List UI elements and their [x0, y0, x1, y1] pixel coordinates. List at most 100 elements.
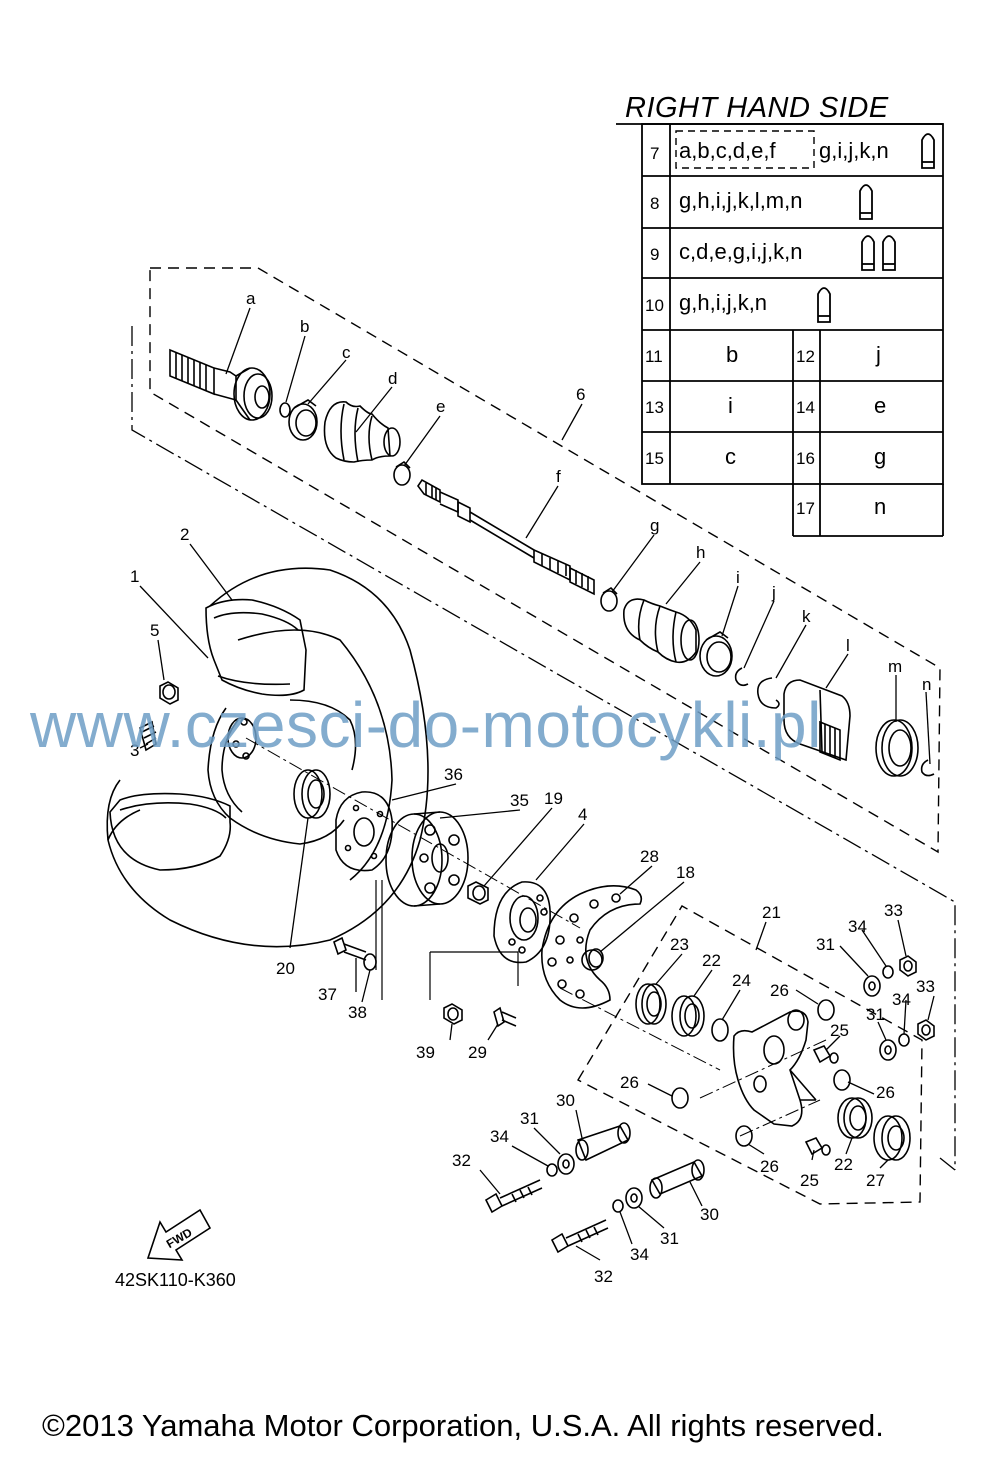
table-row-8-text: g,h,i,j,k,l,m,n: [679, 188, 802, 213]
fwd-arrow-icon: [146, 1208, 212, 1261]
callout-6: 6: [576, 385, 585, 404]
small-band-e: [393, 460, 411, 486]
callout-23: 23: [670, 935, 689, 954]
callout-34a: 34: [490, 1127, 509, 1146]
callout-31c: 31: [816, 935, 835, 954]
grease-tube-icon: [882, 235, 896, 271]
o-ring-18: [588, 948, 604, 968]
callout-m: m: [888, 657, 902, 676]
washer-31b: [625, 1187, 643, 1209]
rim-1: [109, 598, 357, 871]
nut-19: [467, 881, 489, 905]
hub-4: [493, 881, 551, 964]
washer-31d: [879, 1039, 897, 1061]
table-title: RIGHT HAND SIDE: [625, 92, 889, 124]
callout-28: 28: [640, 847, 659, 866]
grease-tube-icon: [817, 287, 831, 323]
grease-tube-icon: [859, 184, 873, 220]
callout-d: d: [388, 369, 397, 388]
washer-34b: [612, 1199, 624, 1213]
callout-26c: 26: [620, 1073, 639, 1092]
collar-30b: [649, 1159, 705, 1199]
table-12-value: j: [875, 342, 881, 367]
hub-35: [385, 811, 469, 907]
diagram-reference-code: 42SK110-K360: [115, 1270, 236, 1290]
wheel-hub: [227, 717, 257, 760]
callout-30b: 30: [700, 1205, 719, 1224]
valve-3: [139, 720, 157, 752]
callout-34d: 34: [892, 990, 911, 1009]
boot-band-i: [699, 631, 733, 677]
callout-27: 27: [866, 1171, 885, 1190]
table-14-number: 14: [796, 398, 815, 417]
bearing-22b: [837, 1097, 873, 1139]
callout-2: 2: [180, 525, 189, 544]
callout-24: 24: [732, 971, 751, 990]
knuckle-assembly-boundary: [577, 905, 923, 1205]
callout-36: 36: [444, 765, 463, 784]
part-6-bracket: [131, 326, 956, 1171]
bearing-22a: [671, 995, 705, 1037]
bearing-20: [293, 769, 331, 819]
callout-32a: 32: [452, 1151, 471, 1170]
callout-e: e: [436, 397, 445, 416]
circlip-b: [279, 402, 291, 418]
bushing-26a: [817, 999, 835, 1021]
callout-26a: 26: [770, 981, 789, 1000]
kit-table: [616, 123, 944, 537]
outer-cv-joint-a: [169, 348, 273, 421]
gasket-36: [335, 791, 393, 872]
table-17-value: n: [874, 494, 886, 519]
callout-k: k: [802, 607, 811, 626]
table-row-10-text: g,h,i,j,k,n: [679, 290, 767, 315]
circlip-n: [920, 759, 935, 777]
nut-39: [443, 1003, 463, 1025]
callout-34c: 34: [848, 917, 867, 936]
nut-33a: [899, 955, 917, 977]
table-row-7-boxed: a,b,c,d,e,f: [679, 138, 777, 163]
callout-f: f: [556, 467, 561, 486]
callout-35: 35: [510, 791, 529, 810]
washer-34a: [546, 1163, 558, 1177]
callout-25a: 25: [830, 1021, 849, 1040]
bolt-29: [493, 1006, 517, 1028]
brake-disc-28: [541, 885, 643, 1009]
callout-22b: 22: [834, 1155, 853, 1174]
table-14-value: e: [874, 393, 886, 418]
callout-31d: 31: [866, 1005, 885, 1024]
callout-33b: 33: [916, 977, 935, 996]
table-15-value: c: [725, 444, 736, 469]
driveshaft-assembly-boundary: [149, 267, 941, 854]
table-12-number: 12: [796, 347, 815, 366]
washer-34d: [898, 1033, 910, 1047]
bracket-39-29: [429, 951, 519, 1000]
callout-20: 20: [276, 959, 295, 978]
collar-30a: [575, 1122, 631, 1162]
oil-seal-27: [873, 1115, 911, 1161]
part-callouts: a b c d e f g h i j k l m n 6 2 1 5 3 36…: [130, 289, 935, 1286]
washer-31a: [557, 1153, 575, 1175]
table-row-9-number: 9: [650, 245, 659, 264]
table-row-10-number: 10: [645, 296, 664, 315]
washer-38: [363, 953, 377, 971]
grease-nipple-25b: [804, 1137, 831, 1156]
knuckle: [732, 1009, 817, 1127]
table-row-9-text: c,d,e,g,i,j,k,n: [679, 239, 803, 264]
callout-30a: 30: [556, 1091, 575, 1110]
callout-38: 38: [348, 1003, 367, 1022]
drive-shaft-f: [417, 478, 595, 596]
callout-1: 1: [130, 567, 139, 586]
callout-h: h: [696, 543, 705, 562]
callout-39: 39: [416, 1043, 435, 1062]
callout-31b: 31: [660, 1229, 679, 1248]
callout-i: i: [736, 568, 740, 587]
callout-18: 18: [676, 863, 695, 882]
callout-l: l: [846, 636, 850, 655]
table-17-number: 17: [796, 499, 815, 518]
boot-d: [323, 401, 401, 463]
washer-34c: [882, 965, 894, 979]
wheel-nut-5: [159, 681, 179, 705]
leader-lines: [139, 307, 935, 1261]
